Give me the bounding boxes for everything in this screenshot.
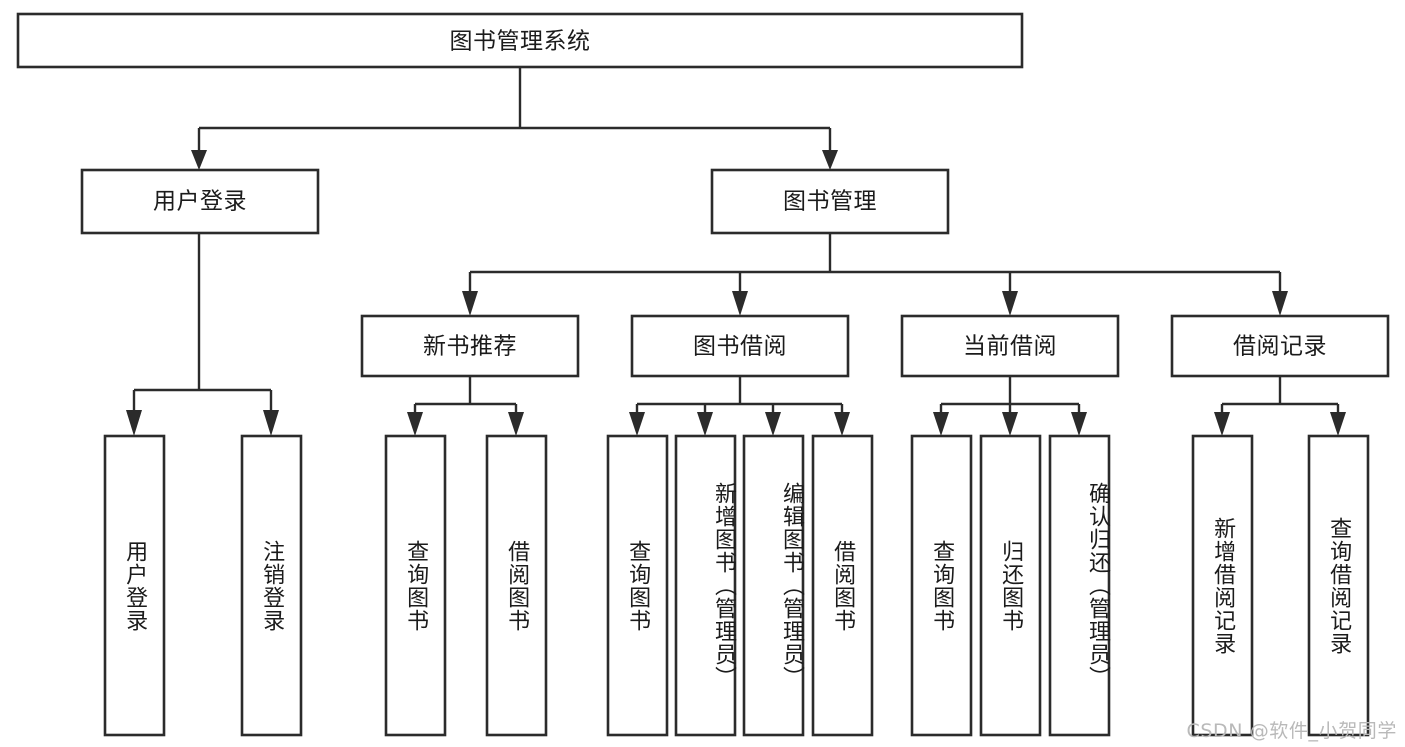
connector-group-root [191, 67, 838, 170]
arrow-leaf-query-borrow-record [1330, 412, 1346, 436]
connector-group-level3 [462, 233, 1288, 316]
node-new-book-recommend-box[interactable] [360, 314, 580, 378]
node-borrow-record-box[interactable] [1170, 314, 1390, 378]
node-new-book-recommend-label: 新书推荐 [423, 334, 517, 360]
node-leaf-query-borrow-record-box[interactable] [1307, 434, 1370, 737]
node-leaf-logout-login-box[interactable] [240, 434, 303, 737]
arrow-leaf-query-book-2 [629, 412, 645, 436]
node-leaf-borrow-book-2-box[interactable] [811, 434, 874, 737]
node-leaf-query-book-2-box[interactable] [606, 434, 669, 737]
arrow-book-management [822, 150, 838, 170]
arrow-current-borrow [1002, 291, 1018, 316]
node-borrow-record-label: 借阅记录 [1233, 334, 1327, 360]
arrow-leaf-return-book [1002, 412, 1018, 436]
arrow-leaf-borrow-book-1 [508, 412, 524, 436]
arrow-user-login [191, 150, 207, 170]
connector-group-new-book-leaves [407, 376, 524, 436]
node-leaf-borrow-book-1-box[interactable] [485, 434, 548, 737]
node-book-management-box[interactable] [710, 168, 950, 235]
arrow-leaf-add-book-admin [697, 412, 713, 436]
arrow-leaf-user-login [126, 410, 142, 436]
node-leaf-add-book-admin-box[interactable] [674, 434, 737, 737]
node-user-login-label: 用户登录 [153, 189, 247, 215]
node-leaf-user-login-box[interactable] [103, 434, 166, 737]
arrow-new-book-recommend [462, 291, 478, 316]
node-leaf-return-book-box[interactable] [979, 434, 1042, 737]
connector-group-user-login-leaves [126, 233, 279, 436]
node-book-borrow-label: 图书借阅 [693, 334, 787, 360]
node-leaf-confirm-return-admin-box[interactable] [1048, 434, 1111, 737]
arrow-leaf-edit-book-admin [765, 412, 781, 436]
arrow-leaf-confirm-return-admin [1071, 412, 1087, 436]
arrow-borrow-record [1272, 291, 1288, 316]
watermark-text: CSDN @软件_小贺同学 [1186, 720, 1397, 742]
node-leaf-edit-book-admin-box[interactable] [742, 434, 805, 737]
arrow-leaf-logout-login [263, 410, 279, 436]
node-leaf-add-borrow-record-box[interactable] [1191, 434, 1254, 737]
node-root-box[interactable] [16, 12, 1024, 69]
arrow-book-borrow [732, 291, 748, 316]
node-leaf-query-book-1-box[interactable] [384, 434, 447, 737]
node-book-borrow-box[interactable] [630, 314, 850, 378]
arrow-leaf-query-book-3 [933, 412, 949, 436]
connector-group-current-borrow-leaves [933, 376, 1087, 436]
node-user-login-box[interactable] [80, 168, 320, 235]
connector-group-book-borrow-leaves [629, 376, 850, 436]
node-leaf-query-book-3-box[interactable] [910, 434, 973, 737]
node-book-management-label: 图书管理 [783, 189, 877, 215]
arrow-leaf-query-book-1 [407, 412, 423, 436]
node-root-label: 图书管理系统 [450, 29, 591, 55]
node-current-borrow-label: 当前借阅 [963, 334, 1057, 360]
arrow-leaf-add-borrow-record [1214, 412, 1230, 436]
arrow-leaf-borrow-book-2 [834, 412, 850, 436]
connector-group-borrow-record-leaves [1214, 376, 1346, 436]
node-current-borrow-box[interactable] [900, 314, 1120, 378]
